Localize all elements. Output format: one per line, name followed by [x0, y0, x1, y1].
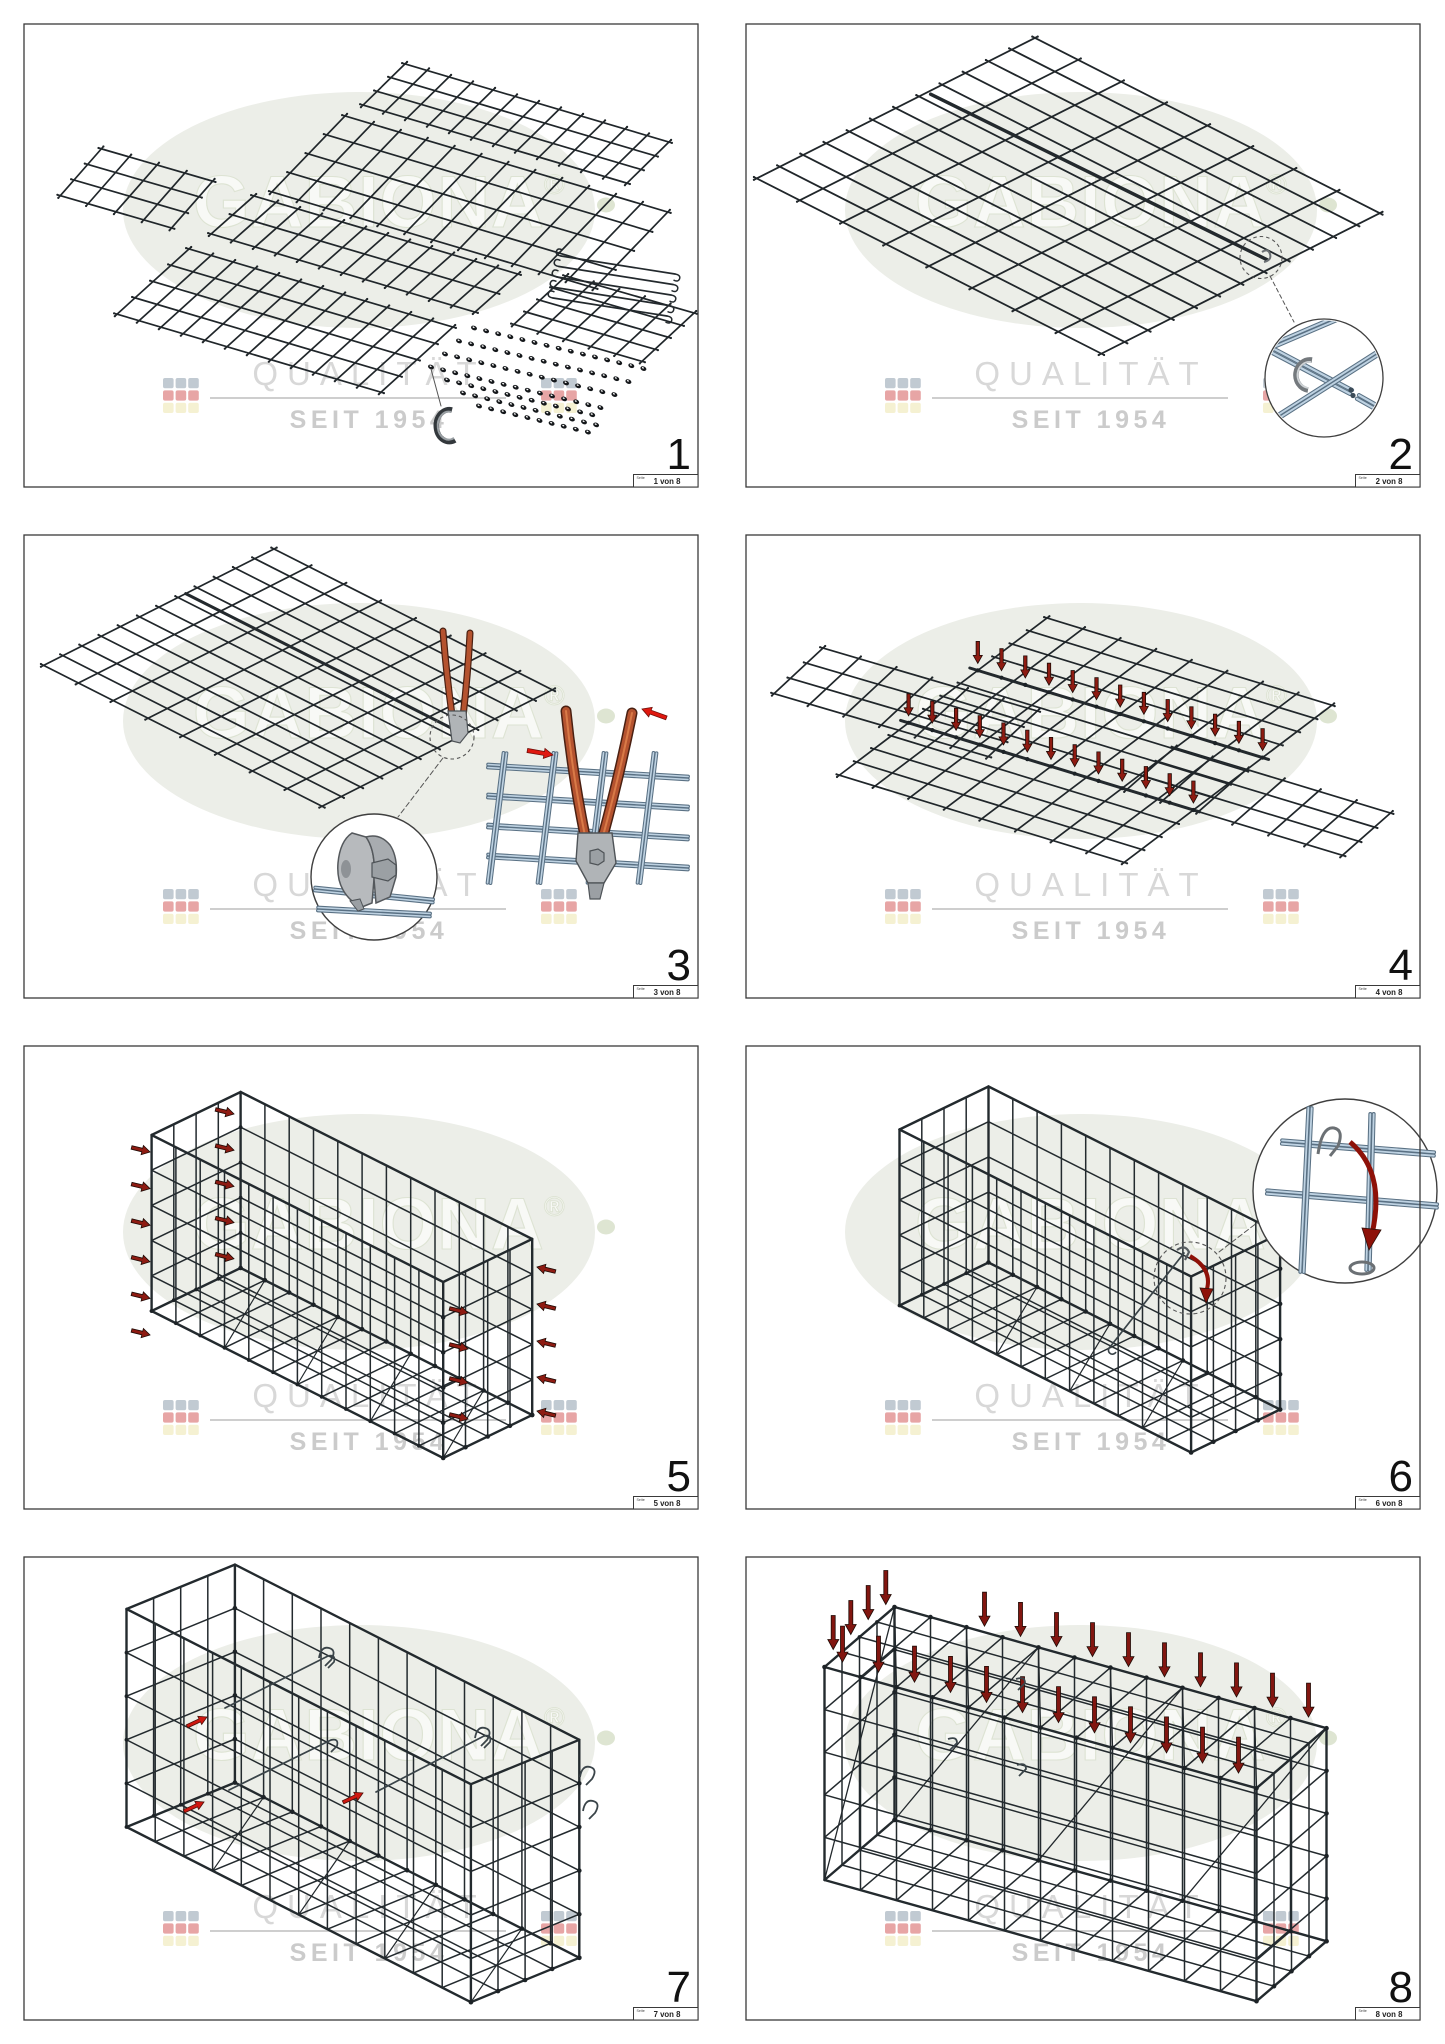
- svg-text:SEIT 1954: SEIT 1954: [1012, 1428, 1171, 1456]
- svg-text:SEIT 1954: SEIT 1954: [1012, 917, 1171, 945]
- svg-text:5 von 8: 5 von 8: [654, 1499, 682, 1508]
- svg-text:Seite: Seite: [1359, 987, 1367, 991]
- svg-text:Seite: Seite: [1359, 476, 1367, 480]
- svg-text:6: 6: [1389, 1452, 1413, 1501]
- svg-text:QUALITÄT: QUALITÄT: [252, 355, 485, 392]
- svg-text:6 von 8: 6 von 8: [1376, 1499, 1404, 1508]
- svg-text:1 von 8: 1 von 8: [654, 477, 682, 486]
- svg-text:GABIONA: GABIONA: [915, 1184, 1267, 1265]
- svg-text:2 von 8: 2 von 8: [1376, 477, 1404, 486]
- svg-text:GABIONA: GABIONA: [193, 1184, 545, 1265]
- svg-text:Seite: Seite: [1359, 1498, 1367, 1502]
- svg-text:Seite: Seite: [637, 2009, 645, 2013]
- svg-text:®: ®: [544, 169, 565, 200]
- svg-text:SEIT 1954: SEIT 1954: [290, 1939, 449, 1967]
- svg-text:8 von 8: 8 von 8: [1376, 2010, 1404, 2019]
- svg-text:®: ®: [1266, 680, 1287, 711]
- svg-text:2: 2: [1389, 430, 1413, 479]
- svg-text:QUALITÄT: QUALITÄT: [974, 355, 1207, 392]
- svg-text:SEIT 1954: SEIT 1954: [290, 1428, 449, 1456]
- svg-text:8: 8: [1389, 1963, 1413, 2012]
- svg-text:3 von 8: 3 von 8: [654, 988, 682, 997]
- svg-text:QUALITÄT: QUALITÄT: [974, 1888, 1207, 1925]
- svg-text:SEIT 1954: SEIT 1954: [290, 406, 449, 434]
- svg-text:QUALITÄT: QUALITÄT: [974, 866, 1207, 903]
- svg-text:4 von 8: 4 von 8: [1376, 988, 1404, 997]
- svg-text:Seite: Seite: [637, 476, 645, 480]
- svg-text:5: 5: [667, 1452, 691, 1501]
- svg-text:4: 4: [1389, 941, 1413, 990]
- svg-text:Seite: Seite: [1359, 2009, 1367, 2013]
- svg-text:Seite: Seite: [637, 1498, 645, 1502]
- svg-text:1: 1: [667, 430, 691, 479]
- svg-text:3: 3: [667, 941, 691, 990]
- svg-text:SEIT 1954: SEIT 1954: [1012, 1939, 1171, 1967]
- svg-text:®: ®: [544, 1191, 565, 1222]
- svg-text:7: 7: [667, 1963, 691, 2012]
- svg-text:®: ®: [544, 680, 565, 711]
- svg-text:®: ®: [1266, 1702, 1287, 1733]
- svg-text:7 von 8: 7 von 8: [654, 2010, 682, 2019]
- svg-text:QUALITÄT: QUALITÄT: [252, 1888, 485, 1925]
- svg-text:Seite: Seite: [637, 987, 645, 991]
- svg-text:SEIT 1954: SEIT 1954: [1012, 406, 1171, 434]
